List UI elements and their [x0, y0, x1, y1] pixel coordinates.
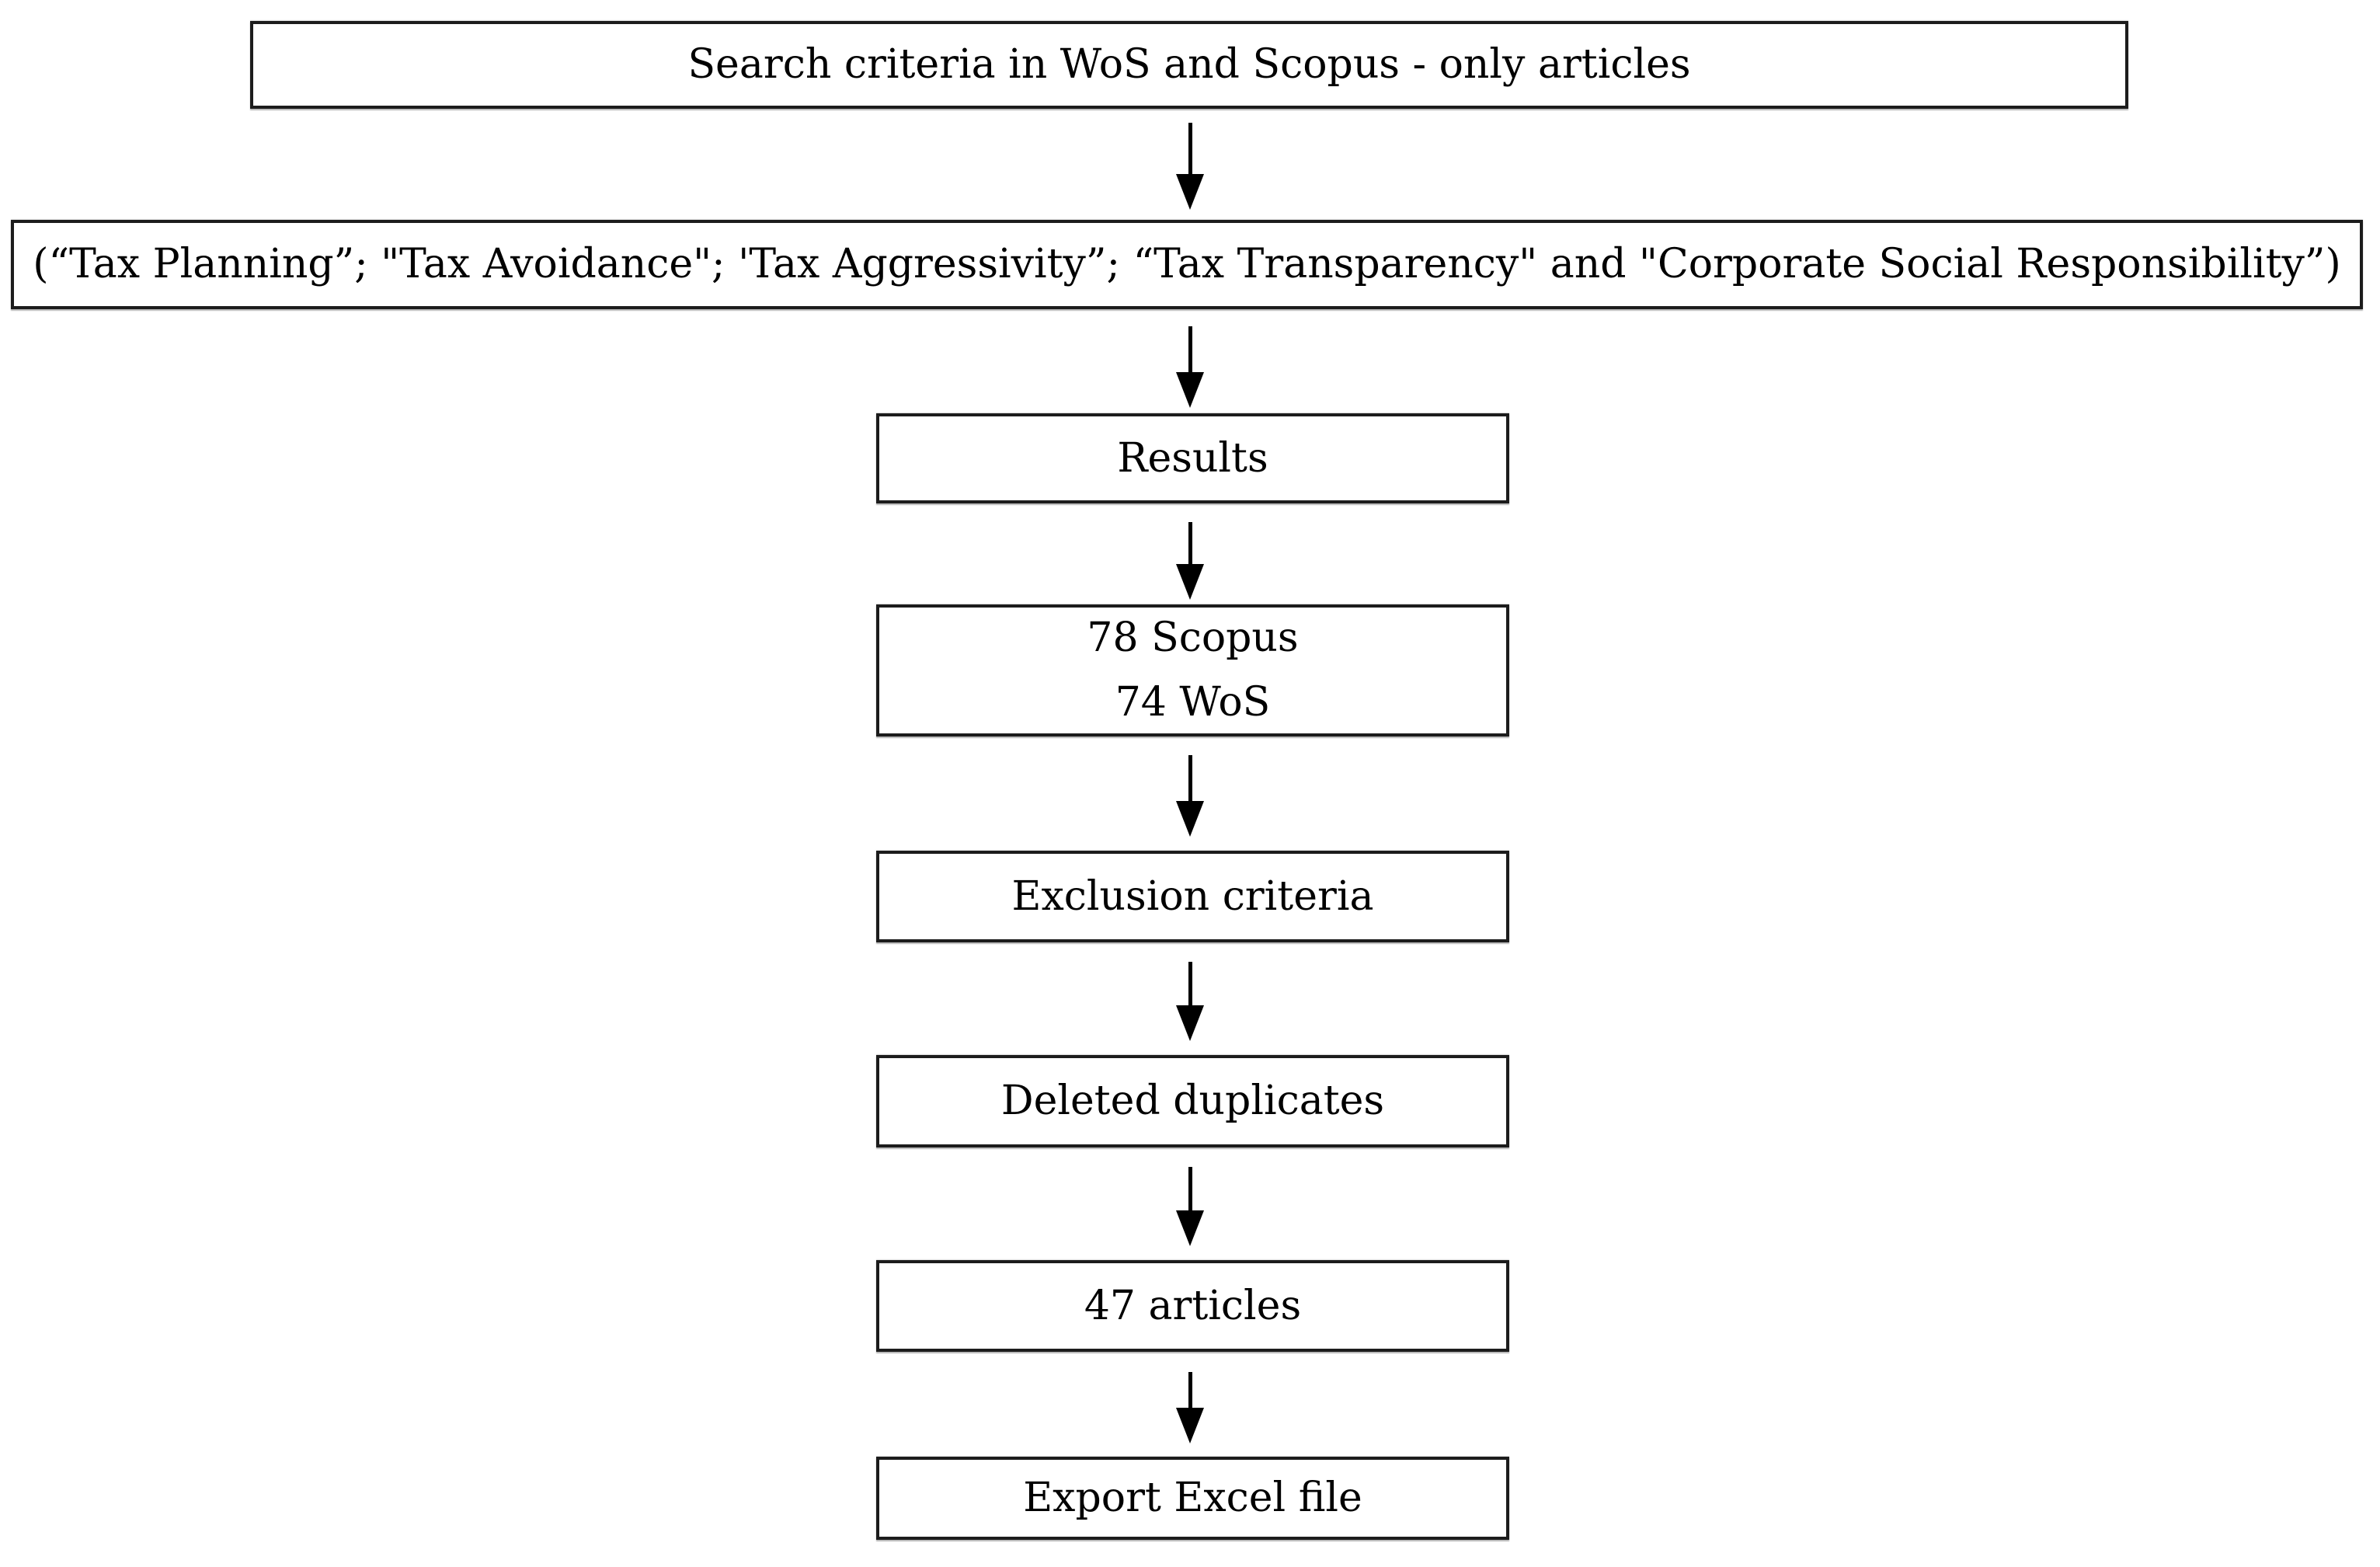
flow-box-articles-count: 47 articles	[876, 1260, 1509, 1352]
wos-count: 74 WoS	[1115, 679, 1271, 726]
down-arrow-7	[1176, 1372, 1204, 1443]
arrow-head-icon	[1176, 1005, 1204, 1041]
flow-box-exclusion-criteria-label: Exclusion criteria	[1011, 872, 1374, 920]
arrow-stem	[1188, 522, 1192, 564]
flow-box-keywords: (“Tax Planning”; "Tax Avoidance"; 'Tax A…	[11, 220, 2363, 309]
arrow-stem	[1188, 962, 1192, 1005]
flow-box-deleted-duplicates-label: Deleted duplicates	[1000, 1078, 1385, 1124]
flow-box-results: Results	[876, 413, 1509, 503]
flow-box-keywords-label: (“Tax Planning”; "Tax Avoidance"; 'Tax A…	[33, 241, 2341, 287]
arrow-head-icon	[1176, 174, 1204, 210]
flow-box-result-counts: 78 Scopus 74 WoS	[876, 604, 1509, 736]
down-arrow-4	[1176, 755, 1204, 837]
down-arrow-2	[1176, 326, 1204, 408]
flow-box-exclusion-criteria: Exclusion criteria	[876, 851, 1509, 942]
arrow-head-icon	[1176, 1408, 1204, 1443]
arrow-stem	[1188, 326, 1192, 372]
flow-box-export-excel-label: Export Excel file	[1023, 1475, 1362, 1521]
flow-box-articles-count-label: 47 articles	[1084, 1282, 1302, 1329]
scopus-count: 78 Scopus	[1087, 615, 1299, 661]
down-arrow-3	[1176, 522, 1204, 600]
down-arrow-1	[1176, 123, 1204, 210]
flow-box-search-criteria: Search criteria in WoS and Scopus - only…	[250, 21, 2128, 109]
flow-box-search-criteria-label: Search criteria in WoS and Scopus - only…	[687, 41, 1691, 88]
flow-box-results-label: Results	[1117, 434, 1268, 482]
flow-box-deleted-duplicates: Deleted duplicates	[876, 1055, 1509, 1147]
result-counts-lines: 78 Scopus 74 WoS	[1087, 613, 1298, 728]
arrow-stem	[1188, 123, 1192, 174]
down-arrow-5	[1176, 962, 1204, 1041]
arrow-head-icon	[1176, 1210, 1204, 1246]
flow-box-export-excel: Export Excel file	[876, 1457, 1509, 1540]
arrow-stem	[1188, 1372, 1192, 1408]
arrow-head-icon	[1176, 564, 1204, 600]
down-arrow-6	[1176, 1167, 1204, 1246]
arrow-stem	[1188, 1167, 1192, 1210]
arrow-head-icon	[1176, 372, 1204, 408]
arrow-stem	[1188, 755, 1192, 801]
arrow-head-icon	[1176, 801, 1204, 837]
